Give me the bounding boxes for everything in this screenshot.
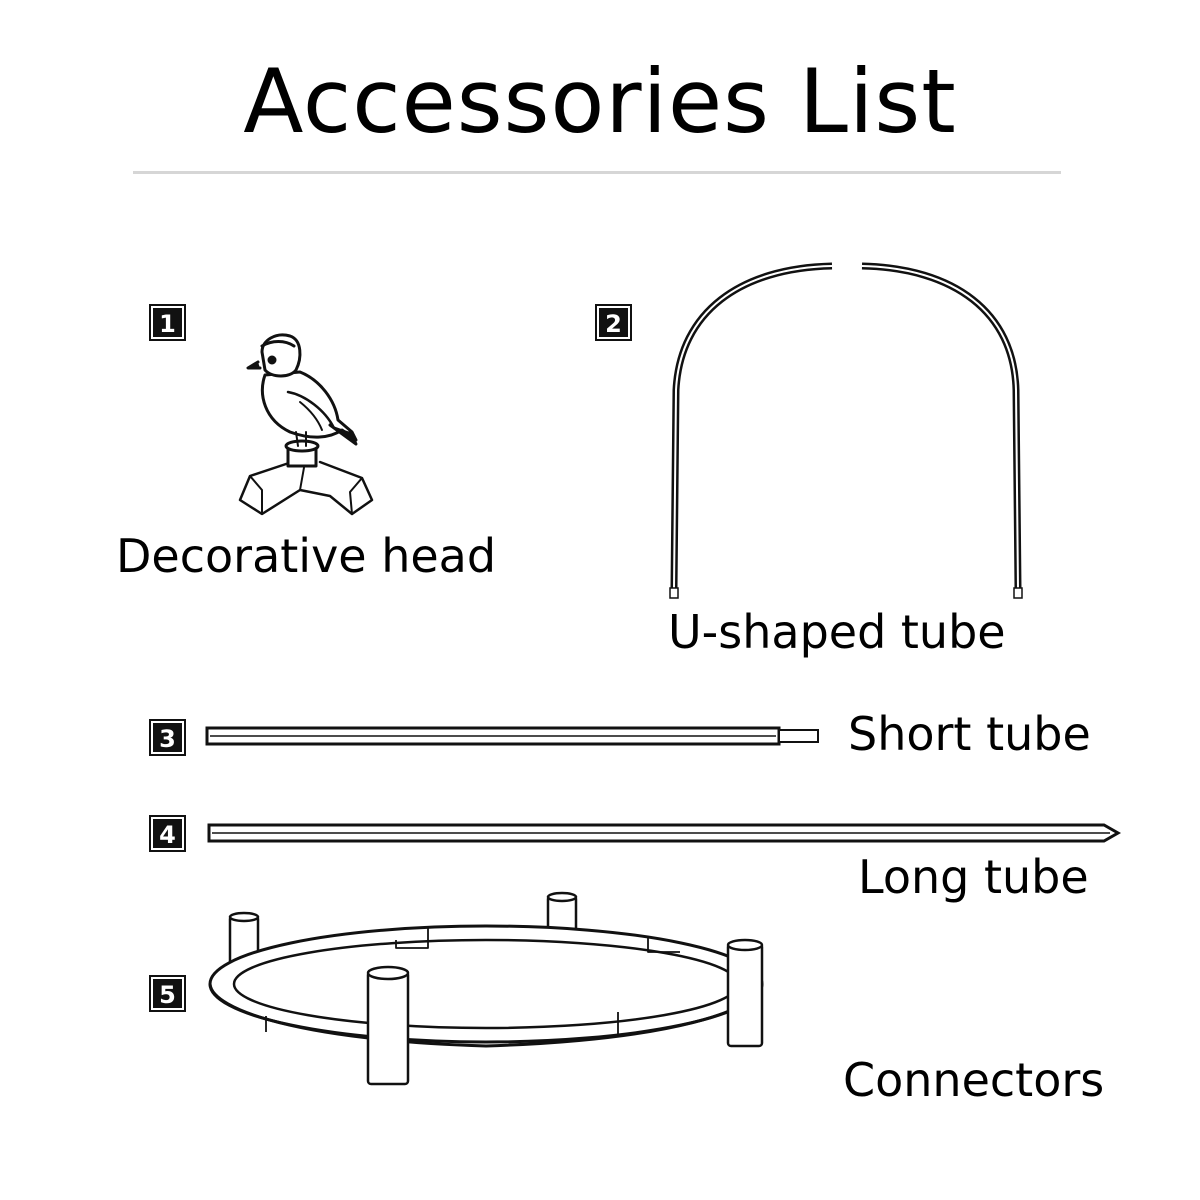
item-number-badge: 5 <box>149 975 186 1012</box>
item-number-badge: 1 <box>149 304 186 341</box>
item-number-badge: 2 <box>595 304 632 341</box>
item-label-long-tube: Long tube <box>858 850 1089 904</box>
page-title: Accessories List <box>243 50 957 153</box>
title-divider <box>133 171 1061 174</box>
item-number-badge: 3 <box>149 719 186 756</box>
long-tube-icon <box>207 823 1122 843</box>
ring-connector-icon <box>208 891 764 1086</box>
short-tube-icon <box>205 726 819 746</box>
item-label-connectors: Connectors <box>843 1053 1105 1107</box>
item-label-short-tube: Short tube <box>848 707 1091 761</box>
item-number-badge: 4 <box>149 815 186 852</box>
item-label-u-shaped-tube: U-shaped tube <box>668 605 1006 659</box>
u-shaped-tube-icon <box>669 262 1023 599</box>
item-label-decorative-head: Decorative head <box>116 529 497 583</box>
bird-ornament-icon <box>238 333 374 516</box>
